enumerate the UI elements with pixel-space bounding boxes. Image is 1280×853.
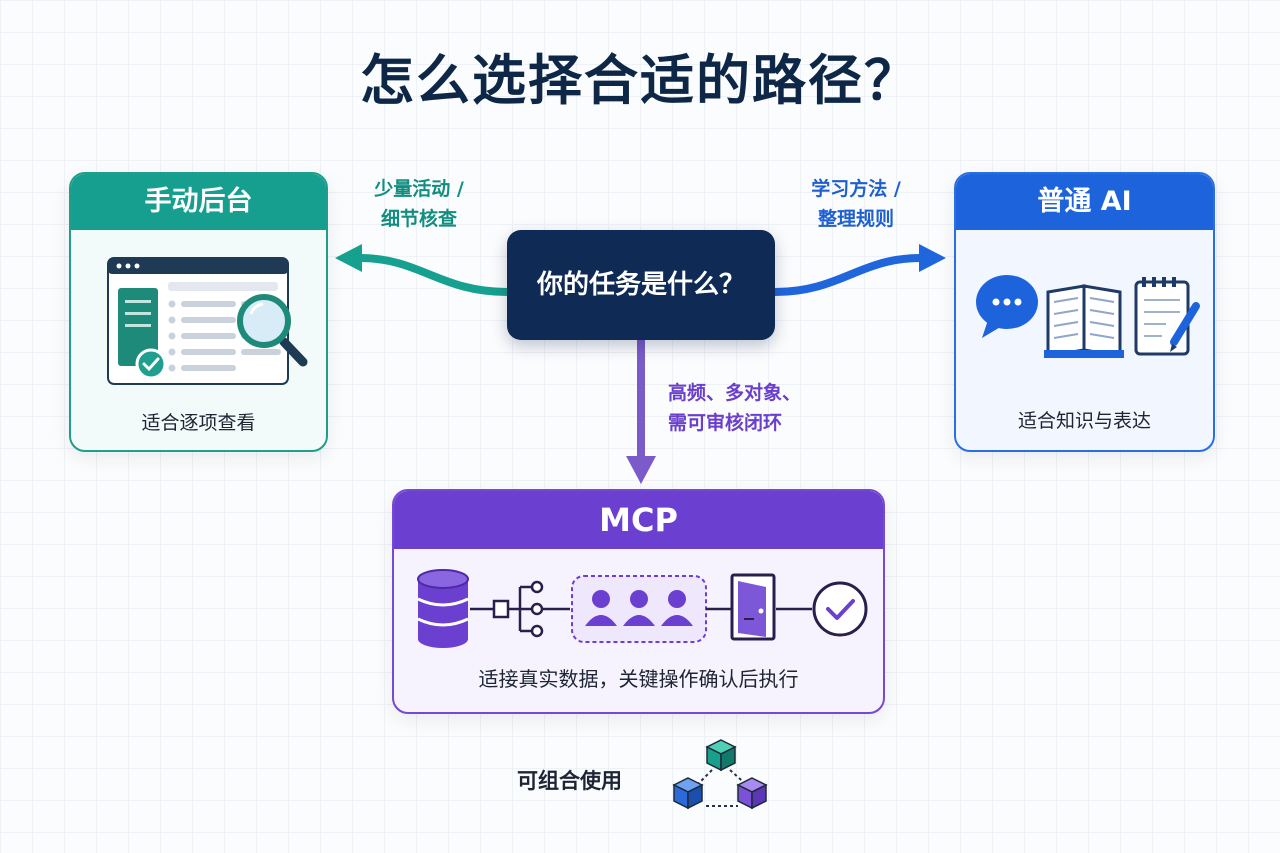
branch-label-right: 学习方法 /整理规则 bbox=[811, 178, 901, 230]
card-mcp-caption: 适接真实数据，关键操作确认后执行 bbox=[478, 667, 799, 691]
task-question-box: 你的任务是什么？ bbox=[507, 230, 775, 340]
chat-bubble-icon bbox=[976, 275, 1038, 338]
cube-top bbox=[705, 739, 737, 772]
arrow-left-head bbox=[335, 244, 362, 272]
card-mcp: MCP bbox=[392, 489, 885, 714]
page-title: 怎么选择合适的路径？ bbox=[360, 49, 920, 112]
door-icon bbox=[730, 573, 776, 641]
arrow-left bbox=[356, 254, 511, 296]
arrow-right-head bbox=[919, 244, 946, 272]
branch-label-left: 少量活动 /细节核查 bbox=[374, 178, 464, 230]
arrow-right bbox=[771, 254, 924, 296]
combine-label: 可组合使用 bbox=[517, 769, 622, 793]
card-manual-title: 手动后台 bbox=[71, 174, 326, 230]
card-manual-caption: 适合逐项查看 bbox=[141, 412, 256, 434]
database-icon bbox=[417, 569, 469, 648]
card-ai-title: 普通 AI bbox=[956, 174, 1213, 230]
mcp-flow-icons bbox=[417, 569, 868, 648]
cube-left bbox=[672, 777, 704, 810]
check-circle-icon bbox=[812, 581, 868, 637]
branch-label-down: 高频、多对象、需可审核闭环 bbox=[668, 382, 802, 434]
notepad-pen-icon bbox=[1134, 277, 1200, 356]
card-ai-caption: 适合知识与表达 bbox=[1017, 410, 1151, 432]
open-book-icon bbox=[1044, 284, 1124, 358]
card-mcp-title: MCP bbox=[394, 491, 883, 549]
arrow-down-head bbox=[626, 456, 656, 484]
ai-icons-group bbox=[976, 275, 1200, 358]
card-manual-backend: 手动后台 适合逐项查看 bbox=[69, 172, 328, 452]
cube-right bbox=[736, 777, 768, 810]
branch-icon bbox=[492, 580, 544, 638]
card-plain-ai: 普通 AI bbox=[954, 172, 1215, 452]
dashboard-magnifier-icon bbox=[107, 257, 308, 385]
